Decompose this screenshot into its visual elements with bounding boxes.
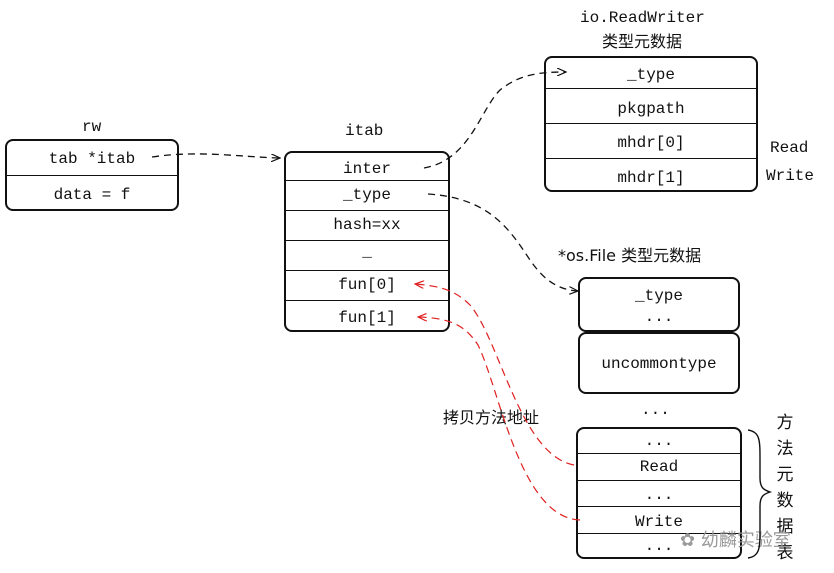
itab-type: _type <box>342 186 391 204</box>
rw-box: tab *itab data = f <box>5 139 179 211</box>
itab-fun0: fun[0] <box>338 276 396 294</box>
arrow-inter-to-iface-type <box>423 72 566 169</box>
watermark-logo: ✿ 幼麟实验室 <box>680 526 791 552</box>
uncommontype-label: uncommontype <box>601 355 717 373</box>
uncommontype-box: uncommontype <box>578 332 740 394</box>
watermark-icon: ✿ <box>680 530 696 551</box>
itab-box: inter _type hash=xx _ fun[0] fun[1] <box>284 151 450 332</box>
iface-type-pkgpath: pkgpath <box>617 100 685 118</box>
method-table-brace <box>747 429 773 559</box>
itab-blank: _ <box>362 243 372 261</box>
iface-type-type: _type <box>626 66 675 84</box>
file-type-title: *os.File 类型元数据 <box>558 246 702 265</box>
gap-dots: ... <box>641 401 670 419</box>
arrow-tab-to-itab <box>151 153 280 158</box>
iface-type-mhdr0: mhdr[0] <box>617 134 685 152</box>
rw-data-field: data = f <box>53 186 131 204</box>
copy-method-address-label: 拷贝方法地址 <box>443 408 540 427</box>
rw-title: rw <box>82 118 102 136</box>
itab-title: itab <box>345 122 384 140</box>
method-read: Read <box>639 458 679 476</box>
iface-type-subtitle: 类型元数据 <box>602 32 683 51</box>
method-write: Write <box>634 513 683 531</box>
method-dots-mid: ... <box>644 486 674 504</box>
method-table-box: ... Read ... Write ... <box>576 427 742 559</box>
arrow-write-to-fun1 <box>418 317 581 521</box>
arrow-type-to-file-type <box>427 193 578 291</box>
iface-type-title: io.ReadWriter <box>580 9 705 27</box>
iface-type-box: _type pkgpath mhdr[0] mhdr[1] <box>544 56 758 192</box>
file-type-box: _type ... <box>578 277 740 332</box>
side-label-write: Write <box>766 167 815 185</box>
itab-inter: inter <box>342 160 391 178</box>
method-table-label: 方 法 元 数 据 表 <box>776 413 794 563</box>
itab-fun1: fun[1] <box>338 309 396 327</box>
iface-type-mhdr1: mhdr[1] <box>617 169 685 187</box>
watermark-text: 幼麟实验室 <box>700 530 791 551</box>
file-type-dots: ... <box>644 308 674 326</box>
rw-tab-field: tab *itab <box>48 150 136 168</box>
arrow-read-to-fun0 <box>415 284 575 466</box>
method-dots-bottom: ... <box>644 537 674 555</box>
method-dots-top: ... <box>644 432 674 450</box>
itab-hash: hash=xx <box>333 216 401 234</box>
side-label-read: Read <box>770 139 809 157</box>
file-type-type: _type <box>634 287 683 305</box>
